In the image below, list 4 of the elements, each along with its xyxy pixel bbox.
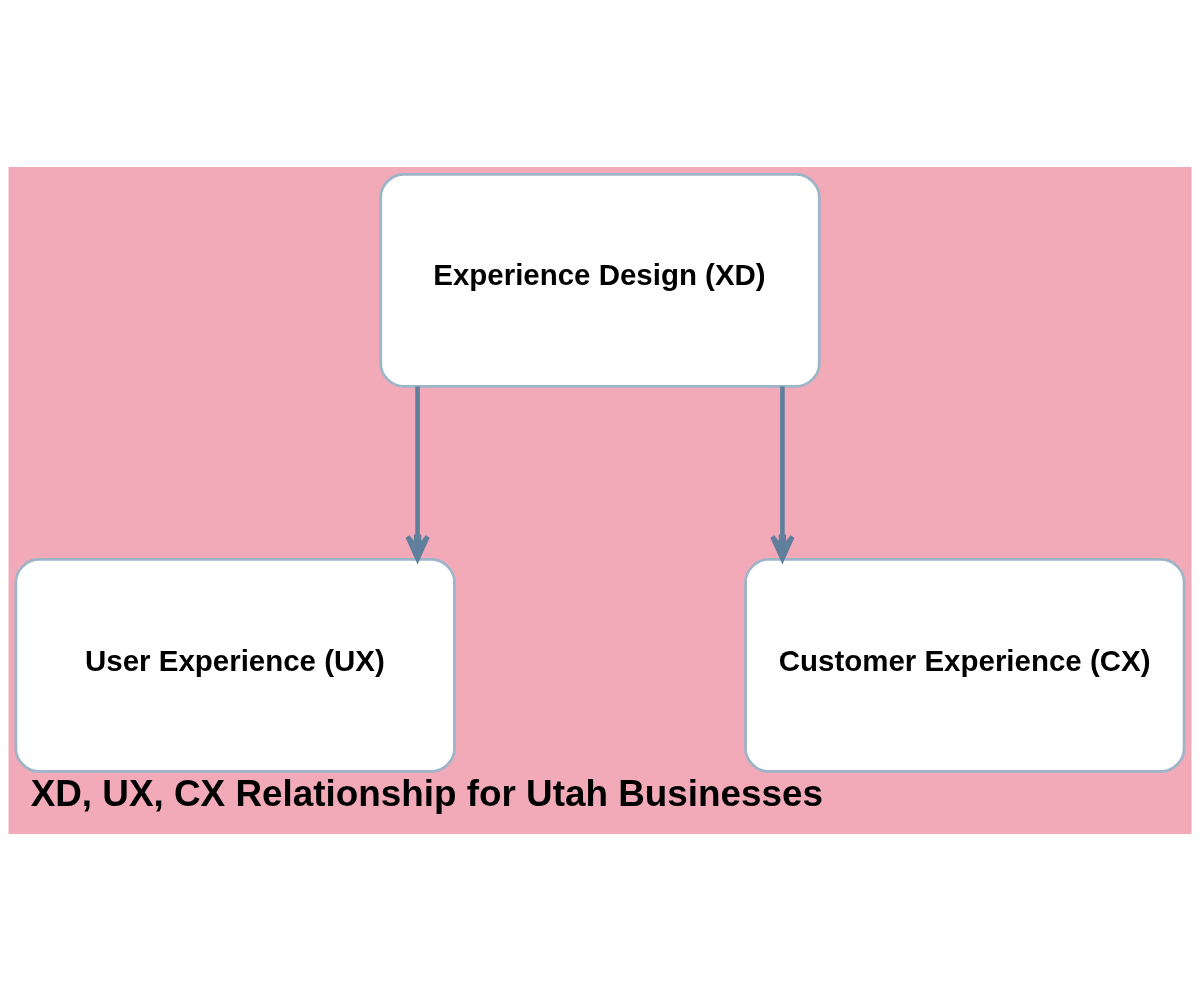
node-box: Customer Experience (CX): [744, 557, 1186, 773]
caption: XD, UX, CX Relationship for Utah Businesses: [30, 772, 823, 814]
node-box: User Experience (UX): [14, 557, 456, 773]
node-box: Experience Design (XD): [379, 172, 821, 388]
